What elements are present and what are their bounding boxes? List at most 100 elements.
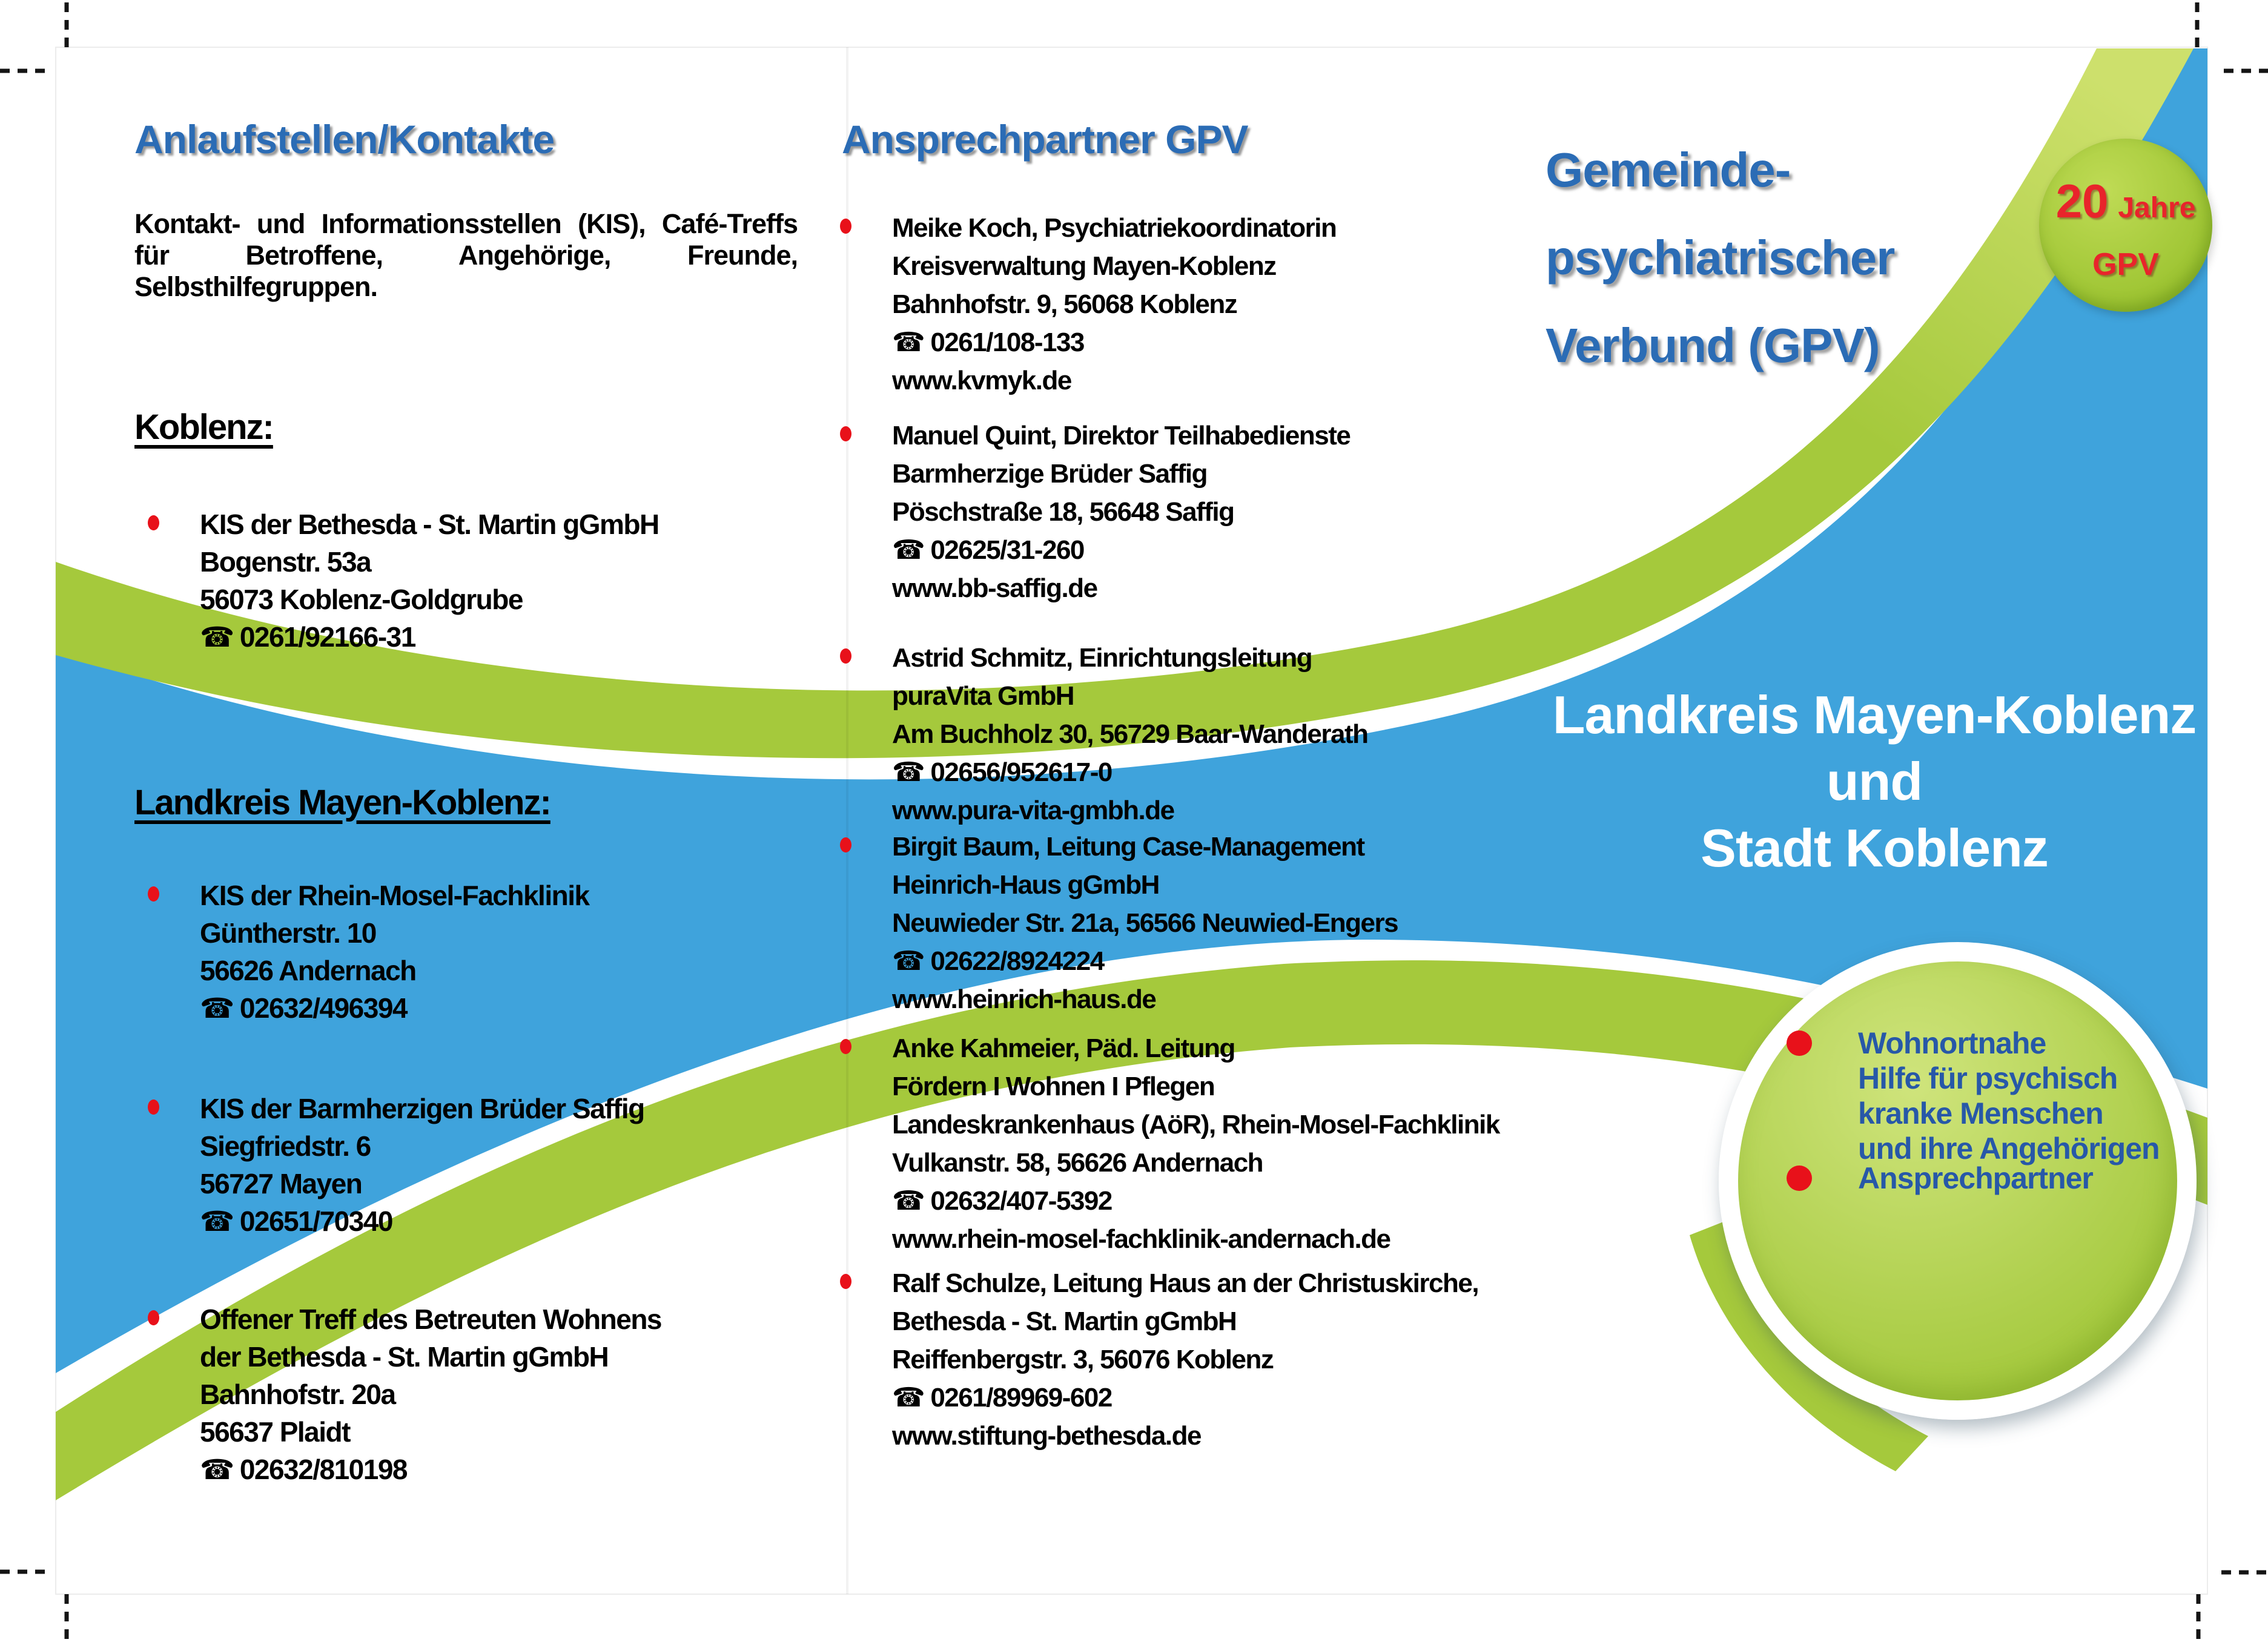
text-line: Offener Treff des Betreuten Wohnens bbox=[200, 1304, 663, 1335]
person-entry: Ralf Schulze, Leitung Haus an der Christ… bbox=[840, 1264, 1546, 1455]
section-title-landkreis: Landkreis Mayen-Koblenz: bbox=[134, 783, 552, 822]
badge-acronym: GPV bbox=[2092, 247, 2159, 282]
bullet-icon bbox=[840, 837, 851, 852]
text-line: KIS der Bethesda - St. Martin gGmbH bbox=[200, 509, 660, 540]
text-line: 56073 Koblenz-Goldgrube bbox=[200, 584, 523, 615]
text-line: Landeskrankenhaus (AöR), Rhein-Mosel-Fac… bbox=[892, 1110, 1500, 1139]
badge-number: 20 bbox=[2055, 174, 2109, 228]
bullet-icon bbox=[148, 515, 159, 530]
text-line: Ralf Schulze, Leitung Haus an der Christ… bbox=[892, 1268, 1479, 1298]
badge-word: Jahre bbox=[2118, 192, 2196, 224]
anniversary-badge: 20 Jahre GPV bbox=[2039, 139, 2212, 312]
circle-bullet-block: Ansprechpartner bbox=[1787, 1161, 2094, 1196]
text-line: Fördern I Wohnen I Pflegen bbox=[892, 1072, 1215, 1101]
blue-wave-shape bbox=[56, 48, 2207, 1373]
text-line: ☎02622/8924224 bbox=[892, 942, 1546, 980]
text-line: Vulkanstr. 58, 56626 Andernach bbox=[892, 1148, 1264, 1178]
contact-entry: KIS der Bethesda - St. Martin gGmbH Bogen… bbox=[148, 506, 812, 656]
text-line: Birgit Baum, Leitung Case-Management bbox=[892, 832, 1365, 862]
text-line: 56727 Mayen bbox=[200, 1168, 363, 1199]
phone-icon: ☎ bbox=[892, 757, 925, 787]
text-line: Bogenstr. 53a bbox=[200, 546, 372, 578]
phone-icon: ☎ bbox=[892, 1186, 925, 1216]
cover-title-line: Gemeinde- bbox=[1546, 143, 1791, 197]
phone-icon: ☎ bbox=[892, 535, 925, 565]
bullet-icon bbox=[840, 219, 851, 234]
bullet-icon bbox=[840, 1039, 851, 1054]
text-line: ☎02632/810198 bbox=[200, 1451, 812, 1488]
website-text: www.rhein-mosel-fachklinik-andernach.de bbox=[892, 1224, 1391, 1254]
bullet-icon bbox=[1787, 1030, 1812, 1056]
region-line: Landkreis Mayen-Koblenz bbox=[1552, 685, 2197, 745]
text-line: Meike Koch, Psychiatriekoordinatorin bbox=[892, 213, 1337, 243]
bullet-icon bbox=[840, 426, 851, 441]
badge-20-jahre: 20 Jahre bbox=[2039, 174, 2212, 229]
text-line: Astrid Schmitz, Einrichtungsleitung bbox=[892, 643, 1313, 673]
region-line: und bbox=[1826, 751, 1923, 811]
bullet-icon bbox=[148, 1099, 159, 1115]
phone-icon: ☎ bbox=[200, 992, 234, 1024]
text-line: Hilfe für psychisch bbox=[1858, 1061, 2118, 1095]
text-line: Reiffenbergstr. 3, 56076 Koblenz bbox=[892, 1345, 1274, 1374]
text-line: 56626 Andernach bbox=[200, 955, 417, 986]
text-line: puraVita GmbH bbox=[892, 681, 1074, 711]
text-line: ☎02651/70340 bbox=[200, 1202, 812, 1240]
text-line: Barmherzige Brüder Saffig bbox=[892, 459, 1208, 489]
phone-icon: ☎ bbox=[892, 946, 925, 976]
text-line: KIS der Barmherzigen Brüder Saffig bbox=[200, 1093, 645, 1124]
lower-green-ribbon bbox=[56, 960, 2207, 1500]
text-line: Kreisverwaltung Mayen-Koblenz bbox=[892, 251, 1277, 281]
upper-green-ribbon bbox=[56, 48, 2194, 759]
middle-panel-heading: Ansprechpartner GPV bbox=[842, 117, 1249, 162]
text-line: ☎0261/92166-31 bbox=[200, 618, 812, 656]
text-line: Güntherstr. 10 bbox=[200, 917, 377, 949]
text-line: ☎02656/952617-0 bbox=[892, 753, 1546, 791]
cover-title-line: psychiatrischer bbox=[1546, 231, 1895, 285]
bullet-icon bbox=[840, 1274, 851, 1289]
bullet-icon bbox=[1787, 1165, 1812, 1191]
text-line: und ihre Angehörigen bbox=[1858, 1132, 2160, 1165]
text-line: ☎0261/89969-602 bbox=[892, 1379, 1546, 1417]
text-line: Neuwieder Str. 21a, 56566 Neuwied-Engers bbox=[892, 908, 1399, 938]
phone-icon: ☎ bbox=[200, 621, 234, 653]
text-line: ☎0261/108-133 bbox=[892, 323, 1546, 361]
text-line: kranke Menschen bbox=[1858, 1096, 2104, 1130]
website-text: www.bb-saffig.de bbox=[892, 573, 1098, 603]
text-line: Wohnortnahe bbox=[1858, 1026, 2046, 1060]
website-text: www.heinrich-haus.de bbox=[892, 984, 1157, 1014]
phone-icon: ☎ bbox=[892, 328, 925, 357]
phone-icon: ☎ bbox=[200, 1454, 234, 1485]
section-title-koblenz: Koblenz: bbox=[134, 407, 274, 447]
left-panel-heading: Anlaufstellen/Kontakte bbox=[134, 117, 555, 162]
bullet-icon bbox=[148, 886, 159, 902]
website-text: www.kvmyk.de bbox=[892, 366, 1072, 395]
text-line: Bethesda - St. Martin gGmbH bbox=[892, 1307, 1237, 1336]
text-line: Manuel Quint, Direktor Teilhabedienste bbox=[892, 421, 1351, 450]
phone-icon: ☎ bbox=[200, 1205, 234, 1237]
website-text: www.pura-vita-gmbh.de bbox=[892, 796, 1175, 825]
text-line: 56637 Plaidt bbox=[200, 1416, 351, 1448]
person-entry: Astrid Schmitz, Einrichtungsleitung puraV… bbox=[840, 639, 1546, 829]
text-line: Heinrich-Haus gGmbH bbox=[892, 870, 1160, 900]
text-line: Am Buchholz 30, 56729 Baar-Wanderath bbox=[892, 719, 1369, 749]
text-line: Siegfriedstr. 6 bbox=[200, 1130, 371, 1162]
text-line: ☎02625/31-260 bbox=[892, 531, 1546, 569]
text-line: Bahnhofstr. 20a bbox=[200, 1379, 396, 1410]
bullet-icon bbox=[840, 648, 851, 664]
text-line: Bahnhofstr. 9, 56068 Koblenz bbox=[892, 289, 1238, 319]
website-text: www.stiftung-bethesda.de bbox=[892, 1421, 1202, 1451]
region-line: Stadt Koblenz bbox=[1701, 818, 2049, 878]
text-line: KIS der Rhein-Mosel-Fachklinik bbox=[200, 880, 590, 911]
text-line: Ansprechpartner bbox=[1858, 1161, 2094, 1195]
text-line: ☎02632/496394 bbox=[200, 989, 812, 1027]
